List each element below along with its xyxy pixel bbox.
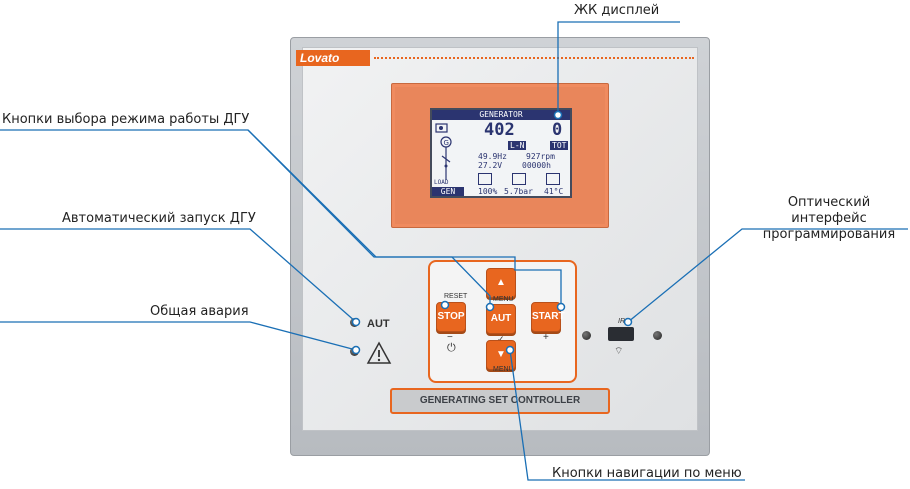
aut-check-label: ✓	[497, 334, 505, 344]
callout-optical: Оптический интерфейс программирования	[762, 195, 896, 242]
stop-reset-label: RESET	[444, 293, 468, 300]
warning-icon	[366, 341, 392, 364]
ir-port[interactable]	[608, 327, 634, 341]
callout-alarm: Общая авария	[150, 304, 249, 319]
start-plus-label: +	[543, 332, 549, 343]
lcd-hours: 00000h	[522, 161, 551, 170]
fuel-icon	[478, 173, 492, 185]
lcd-unit-left: L-N	[508, 141, 527, 150]
wireless-icon: ⌔	[614, 346, 624, 357]
lcd-display: GENERATOR G 402 0 L-N TOT 49.9Hz 927rpm …	[430, 108, 572, 198]
generator-schematic-icon: G	[435, 123, 452, 180]
lcd-temperature: 41°C	[544, 187, 564, 196]
aut-button[interactable]: AUT	[486, 304, 516, 334]
lcd-fuel: 100%	[478, 187, 498, 196]
callout-menu-nav: Кнопки навигации по меню	[552, 466, 742, 481]
lcd-oil-pressure: 5.7bar	[504, 187, 533, 196]
callout-auto-start: Автоматический запуск ДГУ	[62, 211, 256, 226]
start-button[interactable]: START	[531, 302, 565, 332]
lcd-rpm: 927rpm	[526, 152, 555, 161]
lcd-load-label: LOAD	[434, 179, 449, 186]
lcd-header: GENERATOR	[432, 110, 570, 120]
power-icon: ⏻	[447, 342, 456, 354]
callout-mode-buttons: Кнопки выбора режима работы ДГУ	[2, 112, 250, 127]
up-arrow-button[interactable]: ▲	[486, 268, 516, 298]
nameplate: GENERATING SET CONTROLLER	[390, 388, 610, 414]
aut-led-label: AUT	[367, 318, 390, 330]
svg-text:G: G	[444, 139, 449, 147]
stop-button[interactable]: STOP	[436, 302, 466, 332]
lcd-frequency: 49.9Hz	[478, 152, 507, 161]
ir-label: IR	[618, 318, 625, 325]
lcd-mode: GEN	[432, 187, 464, 196]
status-led-left	[582, 331, 591, 340]
oil-pressure-icon	[512, 173, 526, 185]
decorative-dot-line	[374, 57, 694, 59]
callout-lcd: ЖК дисплей	[574, 3, 660, 18]
lcd-battery-voltage: 27.2V	[478, 161, 503, 170]
lcd-voltage-value: 402	[484, 120, 515, 140]
lcd-current-value: 0	[552, 120, 563, 140]
up-menu-label: MENU	[493, 296, 514, 303]
brand-logo: Lovato	[296, 50, 370, 66]
temperature-icon	[546, 173, 560, 185]
down-menu-label: MENU	[493, 366, 514, 373]
stop-minus-label: −	[447, 332, 453, 343]
lcd-unit-right: TOT	[550, 141, 569, 150]
status-led-right	[653, 331, 662, 340]
